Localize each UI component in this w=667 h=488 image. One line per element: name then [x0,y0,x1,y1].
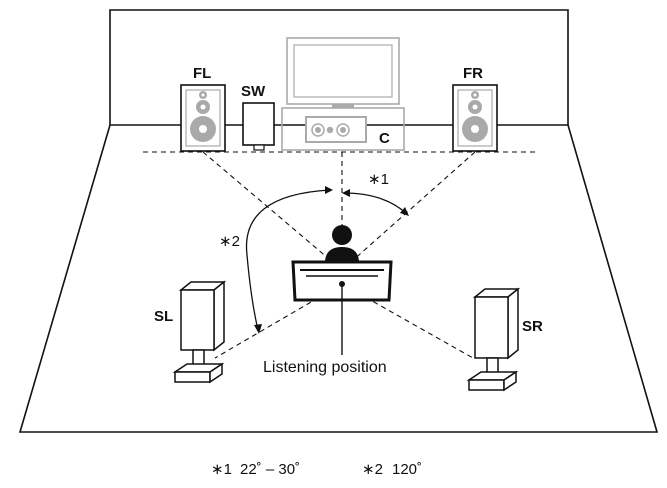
line-to-fl [202,151,343,271]
front-angle-mark: ∗1 [368,171,389,188]
tv-screen-icon [281,37,405,151]
line-to-sl [214,283,343,359]
front-angle-arc [343,192,408,215]
footnote-1-mark: ∗1 [211,461,232,478]
subwoofer-icon [242,102,275,151]
subwoofer-label: SW [241,83,266,100]
footnote-1-value: 22˚ – 30˚ [240,461,300,478]
footnote-2-mark: ∗2 [362,461,383,478]
surround-right-label: SR [522,318,543,335]
arrowhead-front-right [400,207,409,216]
arrowhead-surround-bottom [254,324,262,334]
footnotes: ∗1 22˚ – 30˚ ∗2 120˚ [211,461,422,478]
surround-right-speaker-icon [466,287,521,392]
line-to-fr [341,151,476,271]
arrowhead-front-left [342,189,350,197]
front-right-label: FR [463,65,483,82]
arrowhead-surround-top [325,186,333,194]
center-speaker-label: C [379,130,390,147]
back-wall [109,9,569,125]
front-right-speaker-icon [452,84,498,152]
center-speaker-icon [305,116,367,143]
room [18,9,659,433]
surround-left-speaker-icon [172,280,227,384]
dashed-guides [143,151,537,359]
surround-angle-mark: ∗2 [219,233,240,250]
front-left-speaker-icon [180,84,226,152]
listener-icon [325,225,359,263]
floor [18,124,659,433]
surround-angle-arc [245,189,331,331]
arrowheads [254,186,409,334]
surround-left-label: SL [154,308,173,325]
footnote-2-value: 120˚ [392,461,422,478]
front-left-label: FL [193,65,211,82]
listening-position-label: Listening position [263,359,387,376]
line-to-sr [341,283,474,359]
